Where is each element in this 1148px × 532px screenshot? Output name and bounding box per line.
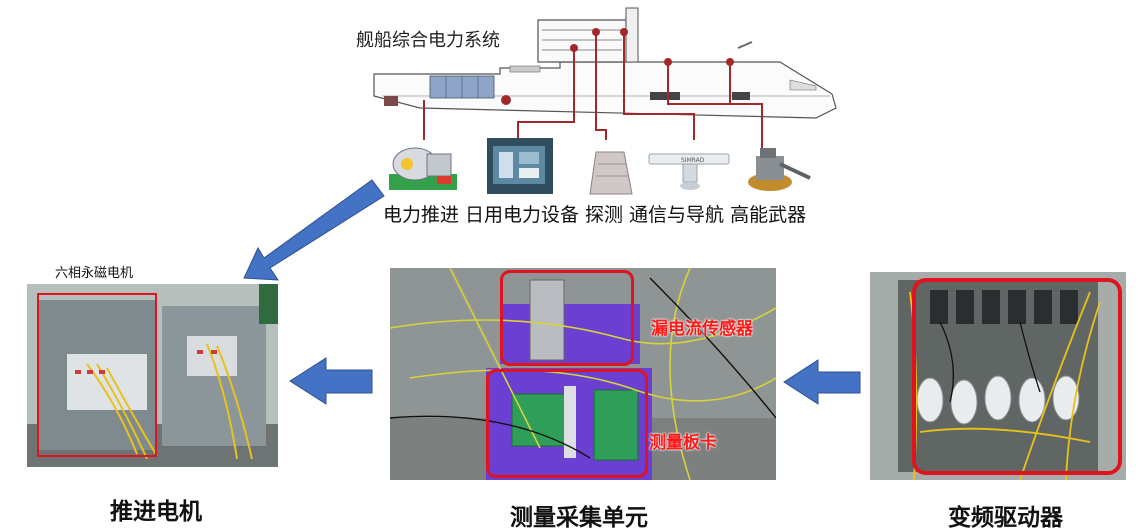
- svg-text:SIMRAD: SIMRAD: [681, 157, 705, 164]
- drive-caption: 变频驱动器: [948, 505, 1063, 531]
- weapon-turret-icon: [744, 140, 812, 192]
- left-arrow-1: [289, 357, 373, 405]
- drive-photo: [870, 272, 1126, 480]
- sensor-tag: 漏电流传感器: [651, 319, 753, 339]
- radar-panel-icon: [586, 146, 636, 196]
- motor-title: 六相永磁电机: [55, 266, 134, 281]
- drive-highlight-box: [912, 278, 1122, 475]
- measure-photo: [390, 268, 776, 480]
- measure-caption: 测量采集单元: [510, 505, 648, 531]
- motor-highlight-box: [37, 293, 157, 457]
- board-tag: 测量板卡: [649, 433, 717, 453]
- label-detection: 探测: [585, 204, 624, 226]
- subsystem-labels: 电力推进日用电力设备探测通信与导航高能武器: [383, 200, 812, 227]
- motor-photo: [27, 284, 278, 467]
- ship-diagram: [373, 7, 837, 150]
- board-highlight-box: [486, 369, 648, 478]
- power-equipment-icon: [487, 138, 553, 194]
- left-arrow-2: [783, 359, 861, 405]
- ship-title: 舰船综合电力系统: [356, 30, 500, 51]
- label-propulsion: 电力推进: [383, 204, 460, 226]
- label-weapons: 高能武器: [730, 204, 807, 226]
- label-daily-power: 日用电力设备: [465, 204, 580, 226]
- navigation-radar-icon: SIMRAD: [647, 150, 731, 192]
- label-communication: 通信与导航: [629, 204, 725, 226]
- motor-generator-icon: [383, 138, 463, 196]
- sensor-highlight-box: [500, 270, 634, 366]
- motor-caption: 推进电机: [110, 499, 202, 525]
